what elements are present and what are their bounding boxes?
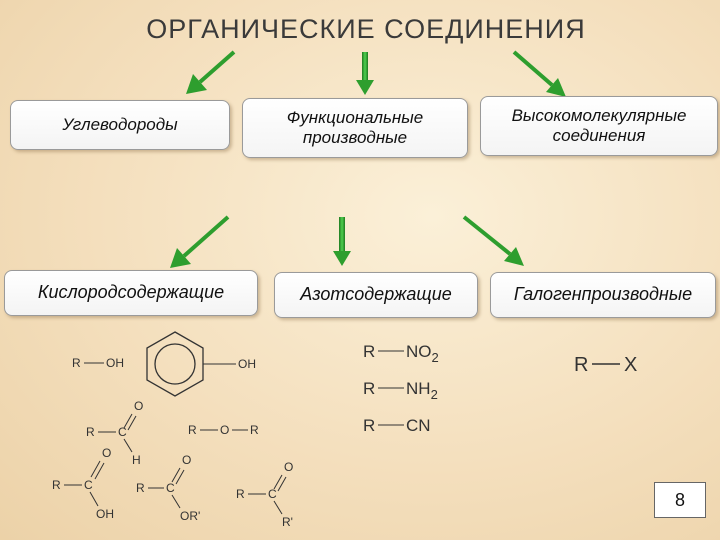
aldehyde-h: H [132,453,141,467]
acid-formula: O R C OH [52,446,114,521]
aldehyde-formula: O R C H [86,399,143,467]
ester-o: O [182,453,191,467]
halogen-derivatives-label: Галогенпроизводные [513,284,693,305]
arrow-to-halogen [462,215,524,266]
ketone-r: R [236,487,245,501]
oxygen-containing-label: Кислородсодержащие [37,282,225,303]
page-title: ОРГАНИЧЕСКИЕ СОЕДИНЕНИЯ [146,14,586,44]
nitro-formula: R NO2 [363,342,439,365]
acid-o: O [102,446,111,460]
functional-derivatives-label-line2: производные [302,128,408,147]
ester-r: R [136,481,145,495]
arrow-to-nitrogen [333,217,351,266]
high-molecular-label-line1: Высокомолекулярные [511,105,687,125]
phenol-formula: OH [146,331,256,397]
hydrocarbons-label: Углеводороды [62,114,178,134]
ester-or: OR' [180,509,200,523]
nitrile-group: CN [406,416,431,435]
acid-oh: OH [96,507,114,521]
page-number: 8 [654,482,706,518]
ester-c: C [166,481,175,495]
halogen-r: R [574,354,588,376]
alcohol-r: R [72,356,81,370]
aldehyde-o: O [134,399,143,413]
ketone-r2: R' [282,515,293,529]
halogen-x: X [624,354,637,376]
nitrogen-containing-box: Азотсодержащие [274,272,478,318]
ether-o: O [220,423,229,437]
acid-c: C [84,478,93,492]
aldehyde-r: R [86,425,95,439]
ketone-formula: O R C R' [236,460,293,529]
acid-r: R [52,478,61,492]
nitrile-formula: R CN [363,416,431,435]
oxygen-containing-box: Кислородсодержащие [4,270,258,316]
ester-formula: O R C OR' [136,453,200,523]
arrow-to-hydrocarbons [186,50,236,94]
arrow-to-polymers [512,50,566,97]
ether-r1: R [188,423,197,437]
amine-group: NH2 [406,379,438,402]
ether-r2: R [250,423,259,437]
alcohol-formula: R OH [72,356,124,370]
halogen-formula: R X [574,354,637,376]
nitrile-r: R [363,416,375,435]
ether-formula: R O R [188,423,259,437]
nitro-group: NO2 [406,342,439,365]
ketone-c: C [268,487,277,501]
arrow-to-functional [356,52,374,95]
functional-derivatives-box: Функциональные производные [242,98,468,158]
functional-derivatives-label-line1: Функциональные [286,107,424,127]
high-molecular-box: Высокомолекулярные соединения [480,96,718,156]
phenol-oh: OH [238,357,256,371]
alcohol-oh: OH [106,356,124,370]
ketone-o: O [284,460,293,474]
amine-r: R [363,379,375,398]
arrow-to-oxygen [170,215,230,268]
amine-formula: R NH2 [363,379,438,402]
aldehyde-c: C [118,425,127,439]
hydrocarbons-box: Углеводороды [10,100,230,150]
high-molecular-label-line2: соединения [552,126,646,145]
halogen-derivatives-box: Галогенпроизводные [490,272,716,318]
nitro-r: R [363,342,375,361]
nitrogen-containing-label: Азотсодержащие [300,284,452,305]
